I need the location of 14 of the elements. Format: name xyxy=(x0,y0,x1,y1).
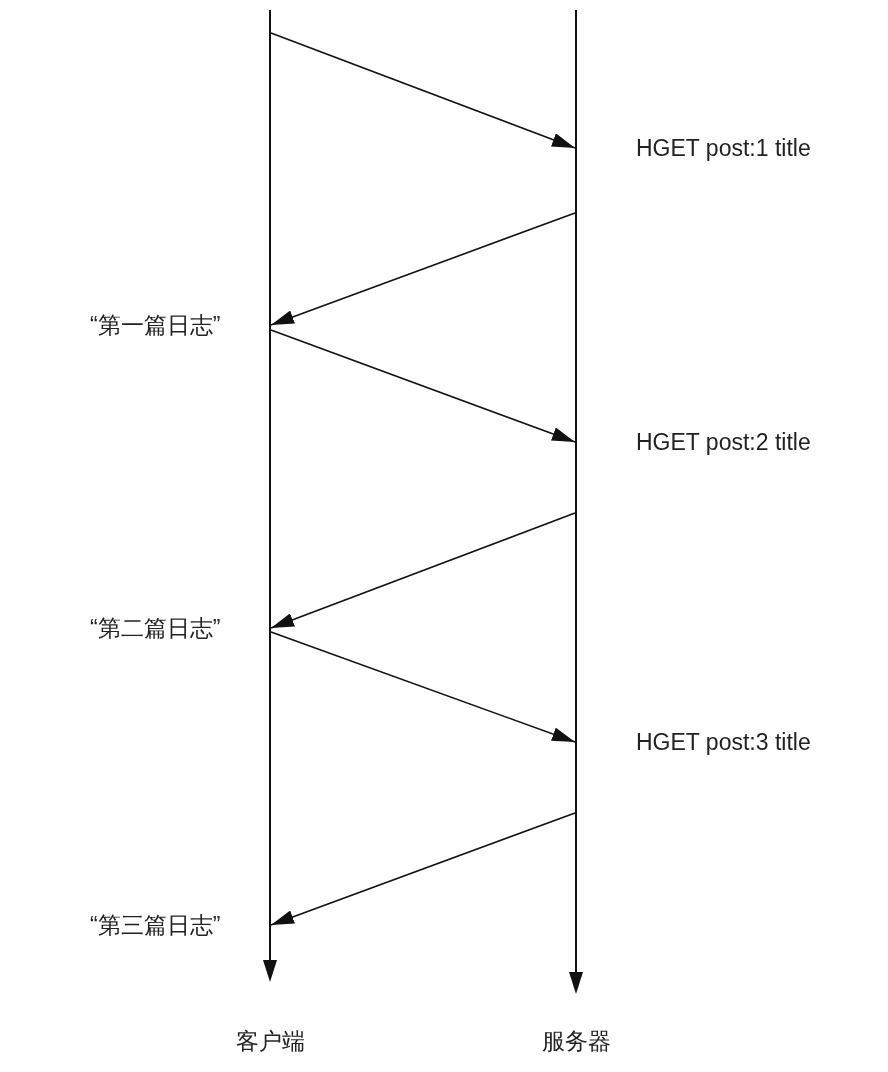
message-arrow xyxy=(270,631,576,743)
message-label: “第二篇日志” xyxy=(90,614,221,643)
message-label: “第一篇日志” xyxy=(90,311,221,340)
message-arrow xyxy=(270,212,576,326)
message-arrow xyxy=(270,329,576,443)
participant-label: 服务器 xyxy=(540,1027,612,1056)
message-label: HGET post:3 title xyxy=(636,728,811,757)
participant-label: 客户端 xyxy=(234,1027,306,1056)
message-arrow xyxy=(270,812,576,926)
message-label: “第三篇日志” xyxy=(90,911,221,940)
message-arrow xyxy=(270,512,576,629)
message-arrow xyxy=(270,32,576,149)
message-label: HGET post:2 title xyxy=(636,428,811,457)
message-label: HGET post:1 title xyxy=(636,134,811,163)
